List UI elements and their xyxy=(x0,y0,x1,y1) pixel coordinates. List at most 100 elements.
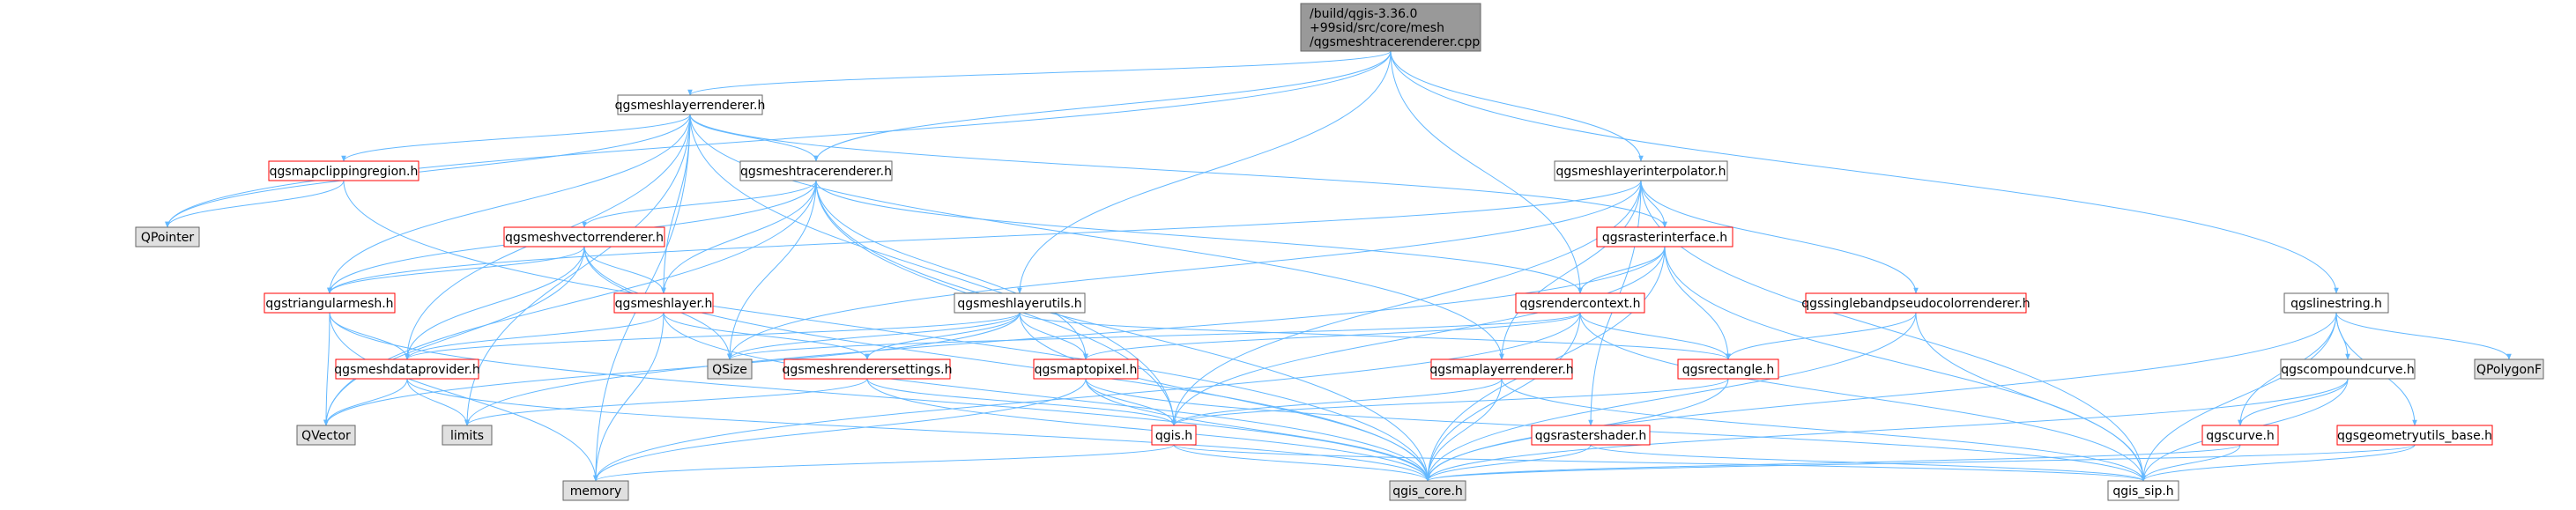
edge-meshrenderersettings-to-limits xyxy=(464,378,868,426)
node-rectangle[interactable]: qgsrectangle.h xyxy=(1677,358,1779,380)
node-curve-label: qgscurve.h xyxy=(2206,429,2275,443)
node-rectangle-box xyxy=(1677,358,1779,380)
node-meshlayerrenderer-label: qgsmeshlayerrenderer.h xyxy=(615,99,766,113)
node-singleband-label: qgssinglebandpseudocolorrenderer.h xyxy=(1801,297,2030,311)
node-qsize[interactable]: QSize xyxy=(707,358,753,380)
node-singleband[interactable]: qgssinglebandpseudocolorrenderer.h xyxy=(1801,292,2030,314)
edge-geometryutilsbase-to-qgissip xyxy=(2141,444,2416,482)
node-curve[interactable]: qgscurve.h xyxy=(2201,425,2279,446)
edge-root-to-linestring xyxy=(1390,50,2339,294)
edge-meshrenderersettings-to-qgiscore xyxy=(866,378,1430,482)
node-meshlayerrenderer[interactable]: qgsmeshlayerrenderer.h xyxy=(615,94,766,115)
node-meshlayer-label: qgsmeshlayer.h xyxy=(615,297,713,311)
node-qgissip-box xyxy=(2107,480,2179,501)
node-rastershader[interactable]: qgsrastershader.h xyxy=(1531,425,1651,446)
node-rasterinterface[interactable]: qgsrasterinterface.h xyxy=(1596,226,1733,248)
edge-curve-to-qgissip xyxy=(2141,444,2241,482)
node-memory-box xyxy=(562,480,629,501)
node-qsize-label: QSize xyxy=(712,363,747,377)
edge-root-to-qpointer xyxy=(165,50,1392,228)
node-singleband-box xyxy=(1805,292,2027,314)
edge-meshvectorrenderer-to-meshlayer xyxy=(583,246,666,294)
node-meshlayerinterpolator-box xyxy=(1554,160,1728,181)
node-maptopixel-label: qgsmaptopixel.h xyxy=(1035,363,1138,377)
node-limits[interactable]: limits xyxy=(442,425,493,446)
edge-meshlayer-to-qgiscore xyxy=(663,312,1430,482)
node-maptopixel[interactable]: qgsmaptopixel.h xyxy=(1033,358,1139,380)
node-meshtracerenderer[interactable]: qgsmeshtracerenderer.h xyxy=(739,160,893,181)
edge-rasterinterface-to-rendercontext xyxy=(1578,246,1666,294)
root-label-line-1: /build/qgis-3.36.0 xyxy=(1310,7,1417,21)
edge-mapclippingregion-to-qgiscore xyxy=(343,180,1430,482)
edge-meshlayerutils-to-maptopixel xyxy=(1019,312,1088,360)
node-qgissip[interactable]: qgis_sip.h xyxy=(2107,480,2179,501)
edge-rendercontext-to-qsize xyxy=(727,312,1581,360)
edge-meshtracerenderer-to-rendercontext xyxy=(815,180,1583,294)
edge-rectangle-to-qgis xyxy=(1171,378,1729,426)
edge-qgis-to-qgissip xyxy=(1173,444,2146,482)
node-memory-label: memory xyxy=(570,484,622,499)
node-rendercontext[interactable]: qgsrendercontext.h xyxy=(1515,292,1645,314)
edge-rendercontext-to-memory xyxy=(593,312,1581,482)
edge-meshdataprovider-to-qvector xyxy=(323,378,408,426)
edge-maplayerrenderer-to-qgiscore xyxy=(1425,378,1503,482)
node-compoundcurve[interactable]: qgscompoundcurve.h xyxy=(2280,358,2416,380)
edge-meshlayerutils-to-rectangle xyxy=(1019,312,1731,360)
node-qgiscore-label: qgis_core.h xyxy=(1392,484,1463,499)
node-meshdataprovider[interactable]: qgsmeshdataprovider.h xyxy=(334,358,480,380)
node-limits-label: limits xyxy=(450,429,484,443)
edge-meshlayerrenderer-to-qpointer xyxy=(165,114,691,228)
node-maptopixel-box xyxy=(1033,358,1139,380)
node-mapclippingregion-label: qgsmapclippingregion.h xyxy=(270,165,419,179)
node-meshvectorrenderer-label: qgsmeshvectorrenderer.h xyxy=(505,231,664,245)
edge-qgis-to-qgiscore xyxy=(1173,444,1430,482)
node-meshlayer[interactable]: qgsmeshlayer.h xyxy=(613,292,714,314)
edge-meshlayerinterpolator-to-qgis xyxy=(1171,180,1642,426)
node-maplayerrenderer[interactable]: qgsmaplayerrenderer.h xyxy=(1429,358,1574,380)
node-triangularmesh[interactable]: qgstriangularmesh.h xyxy=(264,292,396,314)
node-qgis[interactable]: qgis.h xyxy=(1151,425,1197,446)
edge-rastershader-to-qgiscore xyxy=(1425,444,1592,482)
node-meshrenderersettings-label: qgsmeshrenderersettings.h xyxy=(783,363,953,377)
edge-maptopixel-to-memory xyxy=(593,378,1087,482)
node-mapclippingregion[interactable]: qgsmapclippingregion.h xyxy=(268,160,419,181)
edge-maptopixel-to-qgiscore xyxy=(1085,378,1430,482)
edge-meshlayerutils-to-qsize xyxy=(727,312,1021,360)
node-meshrenderersettings[interactable]: qgsmeshrenderersettings.h xyxy=(783,358,953,380)
edge-mapclippingregion-to-qpointer xyxy=(165,180,345,228)
node-meshrenderersettings-box xyxy=(783,358,951,380)
node-meshtracerenderer-label: qgsmeshtracerenderer.h xyxy=(740,165,892,179)
node-meshlayerinterpolator[interactable]: qgsmeshlayerinterpolator.h xyxy=(1554,160,1728,181)
edge-root-to-rendercontext xyxy=(1390,50,1583,294)
node-linestring[interactable]: qgslinestring.h xyxy=(2283,292,2389,314)
root-label-line-2: +99sid/src/core/mesh xyxy=(1310,21,1444,35)
edge-meshlayerrenderer-to-qgis xyxy=(689,114,1177,426)
node-meshvectorrenderer[interactable]: qgsmeshvectorrenderer.h xyxy=(503,226,665,248)
edge-meshtracerenderer-to-meshlayer xyxy=(661,180,817,294)
node-rastershader-box xyxy=(1531,425,1651,446)
edge-rendercontext-to-qgissip xyxy=(1579,312,2146,482)
node-meshdataprovider-label: qgsmeshdataprovider.h xyxy=(334,363,479,377)
node-geometryutilsbase[interactable]: qgsgeometryutils_base.h xyxy=(2336,425,2493,446)
edge-meshdataprovider-to-limits xyxy=(406,378,470,426)
edge-rasterinterface-to-qgis xyxy=(1171,246,1666,426)
node-meshlayerutils[interactable]: qgsmeshlayerutils.h xyxy=(954,292,1086,314)
edge-compoundcurve-to-curve xyxy=(2238,378,2349,426)
node-root-file[interactable]: /build/qgis-3.36.0 +99sid/src/core/mesh … xyxy=(1300,3,1481,52)
node-qgiscore[interactable]: qgis_core.h xyxy=(1389,480,1466,501)
edge-meshtracerenderer-to-qvector xyxy=(323,180,817,426)
edge-meshlayer-to-meshrenderersettings xyxy=(663,312,870,360)
edge-meshlayerutils-to-qgiscore xyxy=(1019,312,1430,482)
edge-linestring-to-qpolygonf xyxy=(2335,312,2512,360)
node-qpolygonf[interactable]: QPolygonF xyxy=(2474,358,2544,380)
node-qvector[interactable]: QVector xyxy=(296,425,356,446)
node-meshlayerinterpolator-label: qgsmeshlayerinterpolator.h xyxy=(1556,165,1726,179)
node-rastershader-label: qgsrastershader.h xyxy=(1535,429,1647,443)
edge-rendercontext-to-maptopixel xyxy=(1083,312,1581,360)
node-linestring-box xyxy=(2283,292,2389,314)
edge-linestring-to-qgissip xyxy=(2141,312,2337,482)
edge-meshtracerenderer-to-qgiscore xyxy=(815,180,1430,482)
node-memory[interactable]: memory xyxy=(562,480,629,501)
edge-rastershader-to-qgissip xyxy=(1590,444,2146,482)
node-qpointer[interactable]: QPointer xyxy=(135,226,200,248)
